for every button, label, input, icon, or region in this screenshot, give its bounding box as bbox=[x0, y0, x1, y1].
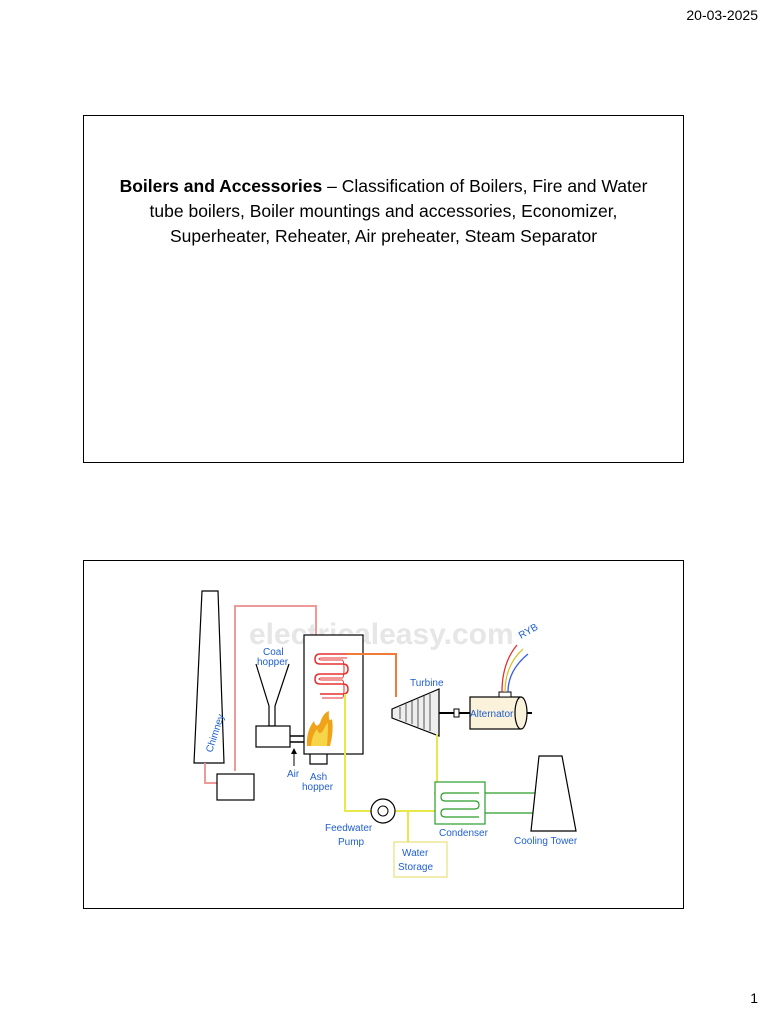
alternator-terminal bbox=[498, 691, 512, 698]
slide-1: Boilers and Accessories – Classification… bbox=[83, 115, 684, 463]
ryb-label: RYB bbox=[517, 622, 540, 642]
coal-hopper bbox=[255, 663, 290, 727]
coupling bbox=[453, 708, 460, 718]
alternator bbox=[469, 696, 522, 730]
ash-label: Ash bbox=[310, 772, 327, 783]
alternator-label: Alternator bbox=[470, 709, 514, 720]
slide-1-text: Boilers and Accessories – Classification… bbox=[104, 174, 663, 249]
superheater-coil bbox=[314, 653, 349, 695]
condenser-label: Condenser bbox=[439, 828, 489, 839]
ash-hopper bbox=[309, 754, 328, 765]
feedwater-pump-inner bbox=[377, 805, 389, 817]
coal-label: Coal bbox=[263, 647, 284, 658]
turbine-label: Turbine bbox=[410, 678, 444, 689]
feedwater-label: Feedwater bbox=[325, 823, 373, 834]
ash-hopper-label: hopper bbox=[302, 782, 334, 793]
air-label: Air bbox=[287, 769, 300, 780]
condenser bbox=[434, 781, 486, 825]
coal-hopper-label: hopper bbox=[257, 657, 289, 668]
slide-1-body: – Classification of Boilers, Fire and Wa… bbox=[149, 176, 648, 246]
furnace-flame bbox=[306, 711, 333, 746]
page-number: 1 bbox=[750, 990, 758, 1006]
coal-feeder bbox=[255, 725, 291, 748]
slide-1-title: Boilers and Accessories bbox=[119, 176, 323, 196]
page-date: 20-03-2025 bbox=[686, 7, 758, 23]
chimney bbox=[193, 590, 225, 764]
turbine-blades bbox=[399, 694, 431, 731]
storage-label: Storage bbox=[398, 862, 433, 873]
slide-2: electricaleasy.com Chimney Coal hopper A… bbox=[83, 560, 684, 909]
turbine bbox=[391, 688, 440, 737]
alternator-end bbox=[514, 696, 528, 730]
feedwater-pipe bbox=[344, 694, 371, 812]
flue-gas-pipe-lower bbox=[204, 763, 217, 784]
wire-blue bbox=[507, 653, 529, 693]
wire-red bbox=[501, 644, 518, 693]
water-storage bbox=[393, 841, 448, 878]
steam-pipe bbox=[347, 653, 397, 697]
air-arrow-head bbox=[291, 748, 297, 754]
superheater-coil-inner bbox=[318, 657, 347, 699]
cooling-tower-label: Cooling Tower bbox=[514, 836, 578, 847]
wire-yellow bbox=[504, 648, 524, 693]
cooling-tower bbox=[530, 755, 577, 832]
air-preheater bbox=[216, 773, 255, 801]
condenser-coil bbox=[440, 792, 480, 818]
thermal-power-plant-diagram: electricaleasy.com Chimney Coal hopper A… bbox=[193, 590, 578, 878]
water-label: Water bbox=[402, 848, 429, 859]
pump-label: Pump bbox=[338, 837, 365, 848]
watermark: electricaleasy.com bbox=[249, 618, 514, 651]
